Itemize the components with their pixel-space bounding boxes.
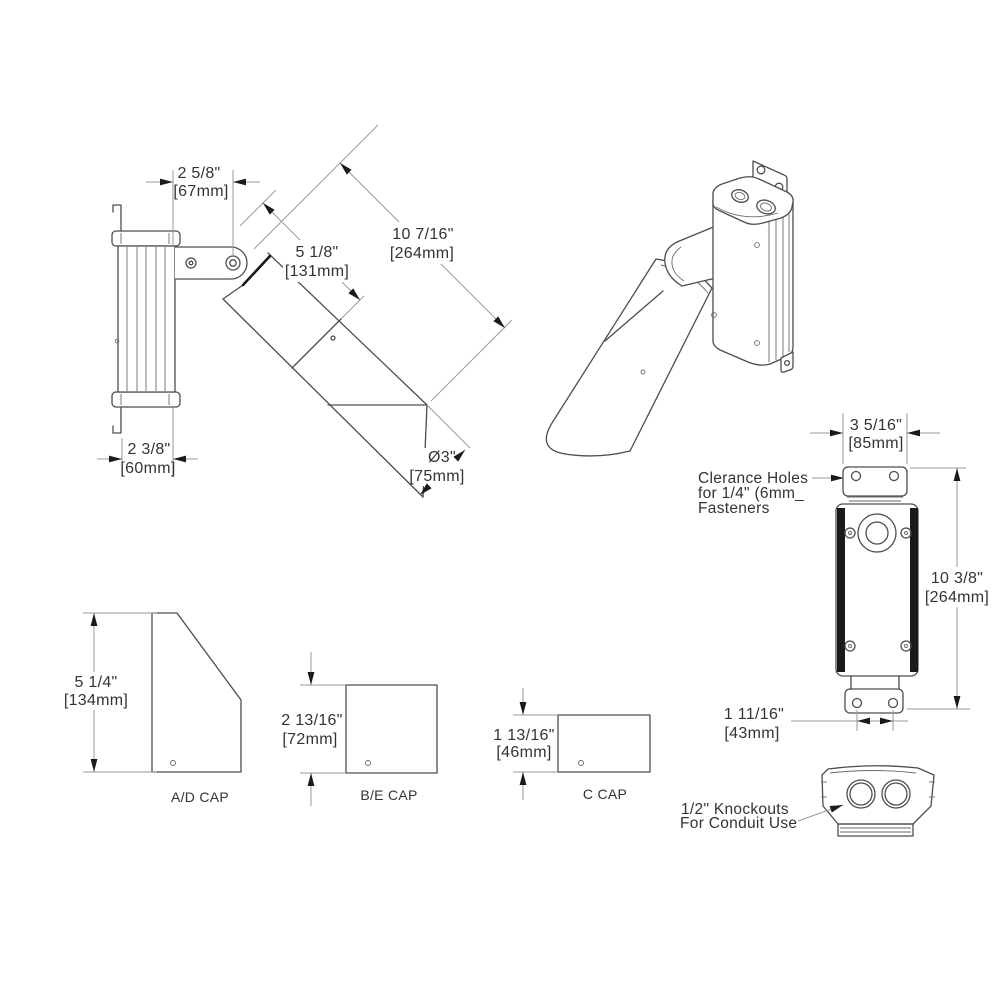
iso-body: [711, 198, 794, 373]
light-head-side: [222, 252, 428, 498]
dim-head-diameter-in: Ø3": [428, 449, 456, 466]
knockout-hole-left: [846, 779, 876, 809]
back-bottom-bracket: [844, 675, 904, 714]
back-screw: [900, 640, 912, 652]
dim-top-width-mm: [67mm]: [173, 183, 228, 200]
head-cap-edge: [241, 254, 272, 287]
head-seam: [291, 318, 342, 369]
knockouts-view: 1/2" Knockouts For Conduit Use: [680, 765, 935, 837]
cap-c: 1 13/16" [46mm] C CAP: [493, 688, 651, 802]
cap-ad-outline: [151, 612, 242, 773]
dim-hole-spacing: 1 11/16" [43mm]: [724, 706, 908, 742]
cap-be-dim-mm: [72mm]: [282, 731, 337, 748]
dim-overall-height-mm: [264mm]: [925, 589, 989, 606]
clearance-note-line1: Clerance Holes: [698, 470, 808, 487]
knockouts-housing: [821, 765, 935, 837]
iso-knockout-boss-2: [756, 199, 776, 215]
cap-be-dim-in: 2 13/16": [281, 712, 342, 729]
isometric-view: [545, 160, 794, 457]
dim-head-diameter-mm: [75mm]: [409, 468, 464, 485]
dim-bracket-width: 3 5/16" [85mm]: [810, 413, 940, 464]
fixture-body-side: [111, 204, 181, 434]
iso-bottom-tab: [780, 351, 794, 373]
back-knockout-circle: [857, 513, 897, 553]
dim-head-length-in: 10 7/16": [392, 226, 453, 243]
cap-c-dim-in: 1 13/16": [493, 727, 554, 744]
wall-tab-top: [112, 204, 122, 232]
wall-tab-bottom: [112, 406, 122, 434]
cap-c-dim-mm: [46mm]: [496, 744, 551, 761]
dim-top-width: 2 5/8" [67mm]: [146, 165, 260, 256]
dim-head-width: 5 1/8" [131mm]: [239, 189, 365, 320]
back-screw: [844, 640, 856, 652]
dim-body-depth-mm: [60mm]: [120, 460, 175, 477]
cap-be-outline: [345, 684, 438, 774]
head-screw-hole: [330, 335, 336, 341]
dim-body-depth: 2 3/8" [60mm]: [97, 408, 198, 477]
dim-overall-height-in: 10 3/8": [931, 570, 983, 587]
back-view: 3 5/16" [85mm] 10 3/8" [264mm] 1 11/16" …: [698, 413, 992, 742]
dim-head-length: 10 7/16" [264mm]: [253, 124, 513, 402]
knockouts-note: 1/2" Knockouts For Conduit Use: [680, 801, 844, 832]
iso-top-cap: [712, 176, 794, 225]
iso-knockout-boss-1: [731, 189, 749, 203]
dim-hole-spacing-in: 1 11/16": [724, 706, 784, 723]
clearance-note-line2: for 1/4" (6mm_: [698, 485, 804, 502]
knockouts-note-line2: For Conduit Use: [680, 815, 797, 832]
arm-hole: [185, 257, 197, 269]
dim-top-width-in: 2 5/8": [177, 165, 220, 182]
cap-ad-dim-in: 5 1/4": [74, 674, 117, 691]
cap-profiles: 5 1/4" [134mm] A/D CAP 2 13/16" [72mm] B…: [60, 612, 651, 806]
back-body: [835, 503, 919, 677]
iso-head: [545, 258, 713, 457]
back-screw: [844, 527, 856, 539]
back-screw: [900, 527, 912, 539]
cap-ad-label: A/D CAP: [171, 789, 229, 805]
cap-be-label: B/E CAP: [360, 787, 417, 803]
cap-be: 2 13/16" [72mm] B/E CAP: [281, 652, 438, 806]
dim-overall-height: 10 3/8" [264mm]: [907, 467, 992, 710]
cap-ad-dim-mm: [134mm]: [64, 692, 128, 709]
back-top-bracket: [842, 466, 908, 502]
clearance-note: Clerance Holes for 1/4" (6mm_ Fasteners: [698, 470, 844, 517]
mounting-arm-side: [174, 246, 248, 280]
side-view: 2 5/8" [67mm] 5 1/8" [131mm] 10 7/16" [2…: [97, 124, 513, 498]
dim-head-width-mm: [131mm]: [285, 263, 349, 280]
knockouts-note-line1: 1/2" Knockouts: [681, 801, 789, 818]
clearance-note-line3: Fasteners: [698, 500, 770, 517]
dim-body-depth-in: 2 3/8": [127, 441, 170, 458]
dim-head-width-in: 5 1/8": [295, 244, 338, 261]
dim-bracket-width-in: 3 5/16": [850, 417, 902, 434]
dim-hole-spacing-mm: [43mm]: [724, 725, 779, 742]
dim-bracket-width-mm: [85mm]: [848, 435, 903, 452]
cap-ad: 5 1/4" [134mm] A/D CAP: [60, 612, 242, 805]
dim-head-length-mm: [264mm]: [390, 245, 454, 262]
knockout-hole-right: [881, 779, 911, 809]
dim-head-diameter: Ø3" [75mm]: [409, 404, 471, 496]
cap-c-label: C CAP: [583, 786, 627, 802]
cap-c-outline: [557, 714, 651, 773]
